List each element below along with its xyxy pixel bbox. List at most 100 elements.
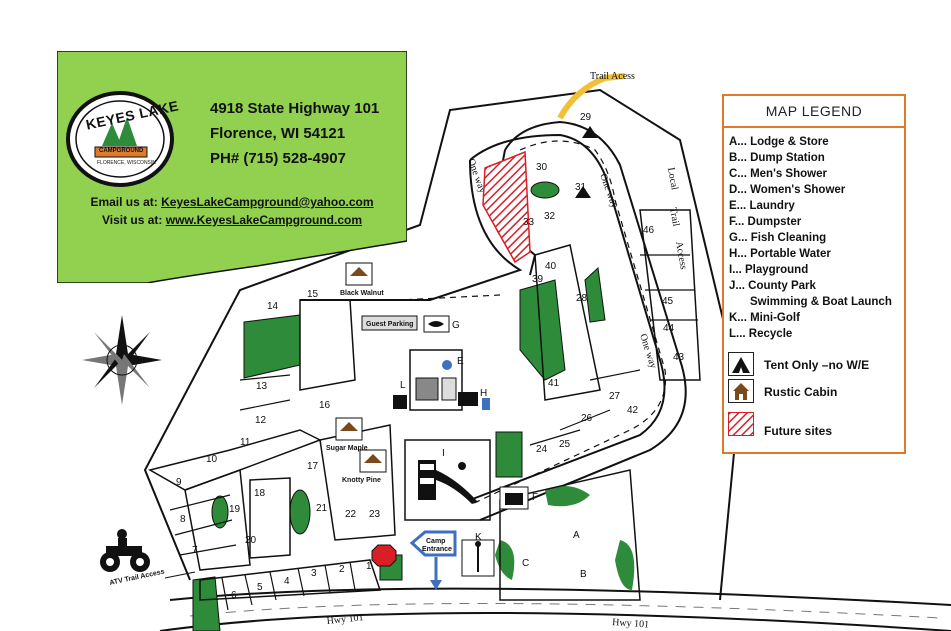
svg-text:8: 8 bbox=[180, 514, 186, 525]
svg-text:26: 26 bbox=[581, 413, 593, 424]
one-way-label-2: One way bbox=[597, 172, 620, 209]
cabin-legend-icon bbox=[728, 379, 754, 403]
future-legend-icon bbox=[728, 412, 754, 436]
svg-text:H: H bbox=[480, 388, 487, 399]
stop-sign-icon bbox=[371, 544, 397, 567]
address-line2: Florence, WI 54121 bbox=[210, 125, 346, 142]
property-boundary bbox=[143, 88, 742, 601]
tent-legend-label: Tent Only –no W/E bbox=[764, 358, 870, 372]
facility-letters: A B C E F G H I K L bbox=[400, 320, 587, 580]
playground-icon bbox=[418, 460, 478, 504]
legend-item-fish: G... Fish Cleaning bbox=[729, 232, 827, 244]
website-prefix: Visit us at: bbox=[101, 213, 166, 227]
svg-text:32: 32 bbox=[544, 211, 556, 222]
logo-location: FLORENCE, WISCONSIN bbox=[97, 160, 156, 166]
svg-text:2: 2 bbox=[339, 564, 345, 575]
site-plots bbox=[148, 209, 701, 601]
tent-legend-icon bbox=[728, 352, 754, 376]
legend-item-recycle: L... Recycle bbox=[729, 328, 793, 340]
svg-text:22: 22 bbox=[345, 509, 357, 520]
tent-icon bbox=[575, 126, 598, 198]
cabin-legend-label: Rustic Cabin bbox=[764, 385, 838, 399]
legend-item-laundry: E... Laundry bbox=[729, 200, 795, 212]
legend-item-dumpster: F... Dumpster bbox=[729, 216, 802, 228]
svg-text:30: 30 bbox=[536, 162, 548, 173]
cabin-knotty-pine: Knotty Pine bbox=[342, 477, 381, 484]
site-numbers: 1 2 3 4 5 6 7 8 9 10 11 12 13 14 15 16 1… bbox=[176, 112, 685, 601]
svg-text:19: 19 bbox=[229, 504, 241, 515]
local-trail-1: Local bbox=[665, 167, 680, 192]
svg-text:12: 12 bbox=[255, 415, 267, 426]
svg-text:42: 42 bbox=[627, 405, 639, 416]
svg-text:L: L bbox=[400, 380, 406, 391]
future-legend-label: Future sites bbox=[764, 424, 833, 438]
camp-entrance-sign: Camp Entrance bbox=[409, 530, 457, 590]
legend-item-womens: D... Women's Shower bbox=[729, 184, 846, 196]
svg-text:Camp: Camp bbox=[426, 538, 445, 545]
recycle-icon bbox=[393, 395, 407, 409]
future-sites-area bbox=[482, 150, 531, 264]
trail-access-label: Trail Acess bbox=[590, 71, 635, 82]
svg-text:9: 9 bbox=[176, 477, 182, 488]
hwy-label-right: Hwy 101 bbox=[612, 617, 650, 631]
svg-text:29: 29 bbox=[580, 112, 592, 123]
svg-text:I: I bbox=[442, 448, 445, 459]
svg-text:B: B bbox=[580, 569, 587, 580]
svg-text:3: 3 bbox=[311, 568, 317, 579]
svg-text:28: 28 bbox=[576, 293, 588, 304]
website-link[interactable]: www.KeyesLakeCampground.com bbox=[165, 213, 363, 227]
svg-text:40: 40 bbox=[545, 261, 557, 272]
guest-parking bbox=[361, 315, 418, 331]
compass-rose bbox=[82, 315, 162, 405]
legend-item-county-park: J... County Park bbox=[729, 280, 816, 292]
address-block: 4918 State Highway 101 Florence, WI 5412… bbox=[210, 96, 379, 171]
cabin-black-walnut: Black Walnut bbox=[340, 290, 384, 297]
atv-trail-arrow bbox=[164, 571, 196, 579]
svg-text:41: 41 bbox=[548, 378, 560, 389]
svg-text:45: 45 bbox=[662, 296, 674, 307]
svg-text:A: A bbox=[573, 530, 580, 541]
svg-text:10: 10 bbox=[206, 454, 218, 465]
svg-text:31: 31 bbox=[575, 182, 587, 193]
svg-text:5: 5 bbox=[257, 582, 263, 593]
svg-text:21: 21 bbox=[316, 503, 328, 514]
svg-text:13: 13 bbox=[256, 381, 268, 392]
map-legend: MAP LEGEND A... Lodge & Store B... Dump … bbox=[722, 94, 906, 454]
legend-item-minigolf: K... Mini-Golf bbox=[729, 312, 800, 324]
guest-parking-label: Guest Parking bbox=[366, 321, 413, 328]
svg-text:11: 11 bbox=[240, 437, 251, 448]
highway-101: Hwy 101 Hwy 101 bbox=[159, 587, 951, 631]
svg-text:17: 17 bbox=[307, 461, 319, 472]
email-link[interactable]: KeyesLakeCampground@yahoo.com bbox=[161, 195, 374, 209]
svg-text:25: 25 bbox=[559, 439, 571, 450]
trail-access-path bbox=[557, 73, 626, 120]
phone-number: PH# (715) 528-4907 bbox=[210, 150, 346, 167]
svg-text:4: 4 bbox=[284, 576, 290, 587]
logo-banner: CAMPGROUND bbox=[99, 148, 144, 154]
svg-text:20: 20 bbox=[245, 535, 257, 546]
legend-item-dump: B... Dump Station bbox=[729, 152, 825, 164]
svg-text:G: G bbox=[452, 320, 460, 331]
email-row: Email us at: KeyesLakeCampground@yahoo.c… bbox=[57, 195, 407, 209]
legend-item-lodge: A... Lodge & Store bbox=[729, 136, 829, 148]
legend-item-mens: C... Men's Shower bbox=[729, 168, 827, 180]
svg-text:23: 23 bbox=[369, 509, 381, 520]
svg-text:1: 1 bbox=[366, 561, 372, 572]
legend-item-swimming: Swimming & Boat Launch bbox=[750, 296, 892, 308]
svg-text:C: C bbox=[522, 558, 529, 569]
svg-text:F: F bbox=[532, 492, 538, 503]
website-row: Visit us at: www.KeyesLakeCampground.com bbox=[57, 213, 407, 227]
svg-text:43: 43 bbox=[673, 352, 685, 363]
atv-icon bbox=[100, 529, 150, 572]
water-icon bbox=[482, 398, 490, 410]
legend-item-playground: I... Playground bbox=[729, 264, 809, 276]
svg-text:18: 18 bbox=[254, 488, 266, 499]
legend-item-water: H... Portable Water bbox=[729, 248, 831, 260]
svg-text:33: 33 bbox=[523, 217, 535, 228]
info-card-background bbox=[57, 51, 407, 283]
svg-text:Entrance: Entrance bbox=[422, 546, 452, 553]
svg-text:7: 7 bbox=[192, 545, 198, 556]
svg-text:24: 24 bbox=[536, 444, 548, 455]
site-dividers bbox=[169, 254, 698, 611]
